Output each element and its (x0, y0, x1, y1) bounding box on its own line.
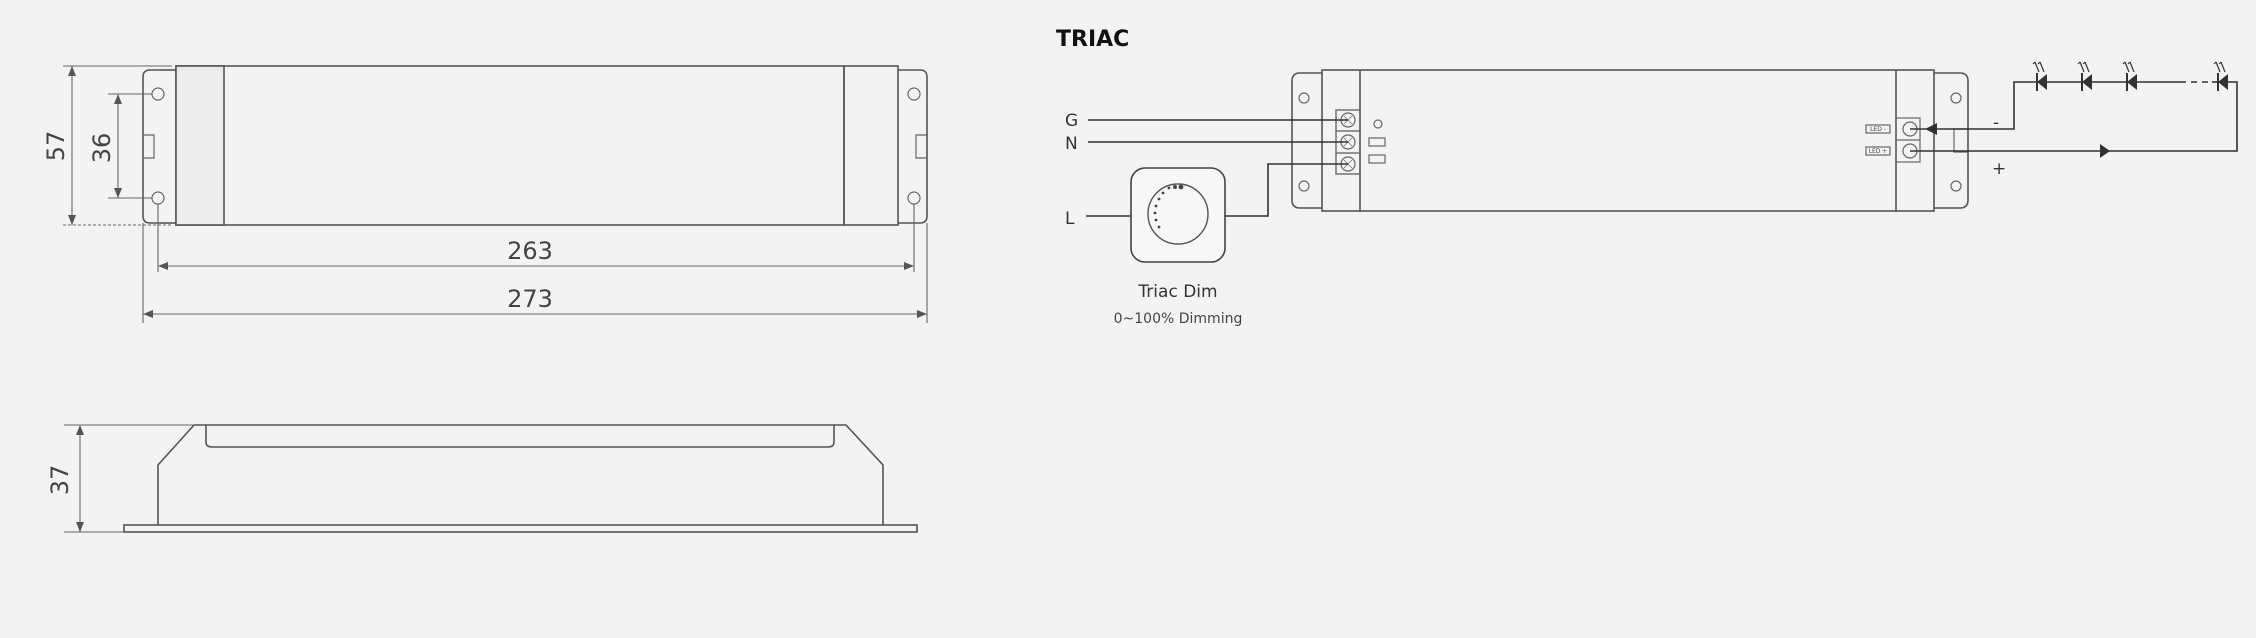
dim-height-37: 37 (46, 465, 74, 496)
mounting-hole (907, 191, 921, 205)
right-mounting-tab (898, 69, 928, 224)
led-plus-label: LED + (1869, 148, 1888, 155)
ground-symbol-icon (1373, 119, 1383, 129)
right-slot (915, 134, 927, 159)
led-diode-icon (2122, 61, 2137, 91)
dimmer-name: Triac Dim (1137, 282, 1217, 302)
dim-height-57: 57 (42, 131, 70, 162)
dimmer-knob-icon (1147, 183, 1209, 245)
top-rib (205, 425, 835, 448)
live-label: L (1065, 209, 1075, 229)
led-diode-icon (2213, 61, 2228, 91)
output-terminal-block: LED - LED + (1865, 117, 1921, 163)
left-end-cap (175, 65, 225, 226)
side-view: 37 (46, 424, 918, 533)
driver-body (1321, 69, 1935, 212)
dim-length-263: 263 (507, 237, 553, 265)
right-end-cap (843, 65, 899, 226)
mounting-hole (907, 87, 921, 101)
top-view: 57 36 263 273 (42, 65, 928, 323)
left-mounting-tab (142, 69, 160, 224)
led-diode-icon (2032, 61, 2047, 91)
minus-wire (1910, 81, 2030, 130)
mounting-hole (151, 87, 165, 101)
dim-hole-spacing-36: 36 (88, 133, 116, 164)
neutral-label: N (1065, 134, 1078, 154)
driver-right-tab (1934, 72, 1969, 209)
dim-length-273: 273 (507, 285, 553, 313)
wiring-title: TRIAC (1056, 27, 1129, 52)
driver-body (175, 65, 845, 226)
triac-dimmer (1130, 167, 1226, 263)
minus-polarity: - (1993, 113, 1999, 133)
side-profile (157, 424, 884, 525)
plus-wire (1910, 81, 2238, 152)
base-plate (123, 524, 918, 533)
led-diode-icon (2077, 61, 2092, 91)
live-wire-out (1225, 163, 1348, 217)
left-slot (143, 134, 155, 159)
dimmer-range: 0~100% Dimming (1114, 311, 1243, 327)
wiring-diagram: TRIAC (1056, 27, 2238, 327)
driver-left-tab (1291, 72, 1322, 209)
ground-label: G (1065, 111, 1078, 131)
mounting-hole (151, 191, 165, 205)
plus-polarity: + (1992, 159, 2006, 179)
led-minus-label: LED - (1870, 126, 1886, 133)
